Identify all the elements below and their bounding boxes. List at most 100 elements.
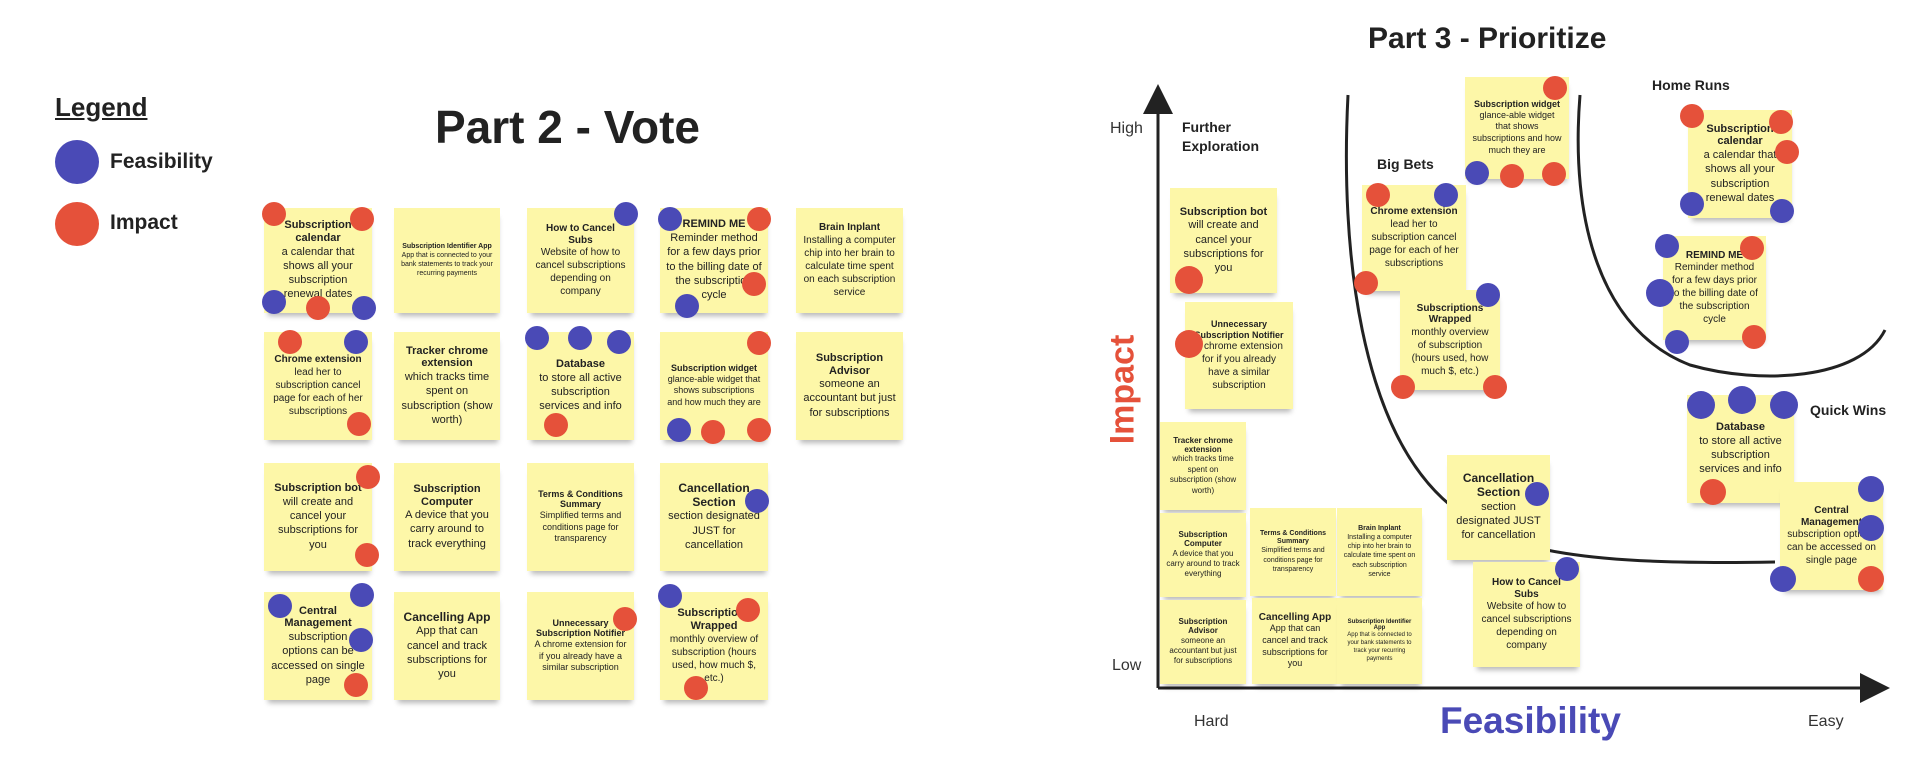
impact-vote-dot[interactable] — [1543, 76, 1567, 100]
impact-vote-dot[interactable] — [347, 412, 371, 436]
feasibility-vote-dot[interactable] — [1770, 566, 1796, 592]
easy-label: Easy — [1808, 713, 1844, 730]
impact-vote-dot[interactable] — [355, 543, 379, 567]
sticky-note[interactable]: Chrome extension lead her to subscriptio… — [264, 332, 372, 440]
feasibility-vote-dot[interactable] — [1555, 557, 1579, 581]
impact-vote-dot[interactable] — [736, 598, 760, 622]
sticky-note[interactable]: Unnecessary Subscription Notifier A chro… — [1185, 302, 1293, 409]
sticky-note[interactable]: Terms & Conditions Summary Simplified te… — [1250, 508, 1336, 596]
impact-vote-dot[interactable] — [684, 676, 708, 700]
impact-vote-dot[interactable] — [1175, 266, 1203, 294]
impact-vote-dot[interactable] — [1769, 110, 1793, 134]
sticky-note[interactable]: Brain Inplant Installing a computer chip… — [796, 208, 903, 313]
feasibility-vote-dot[interactable] — [1665, 330, 1689, 354]
sticky-note[interactable]: Tracker chrome extension which tracks ti… — [394, 332, 500, 440]
sticky-note[interactable]: Subscriptions Wrapped monthly overview o… — [1400, 290, 1500, 390]
sticky-note[interactable]: Subscription Computer A device that you … — [1160, 513, 1246, 597]
feasibility-vote-dot[interactable] — [1525, 482, 1549, 506]
impact-vote-dot[interactable] — [1175, 330, 1203, 358]
impact-vote-dot[interactable] — [747, 207, 771, 231]
impact-vote-dot[interactable] — [613, 607, 637, 631]
impact-vote-dot[interactable] — [1858, 566, 1884, 592]
note-body: which tracks time spent on subscription … — [1169, 454, 1237, 495]
impact-vote-dot[interactable] — [1740, 236, 1764, 260]
feasibility-vote-dot[interactable] — [1858, 515, 1884, 541]
low-label: Low — [1112, 657, 1142, 674]
note-title: Subscription Identifier App — [1347, 618, 1412, 632]
impact-vote-dot[interactable] — [1542, 162, 1566, 186]
feasibility-vote-dot[interactable] — [658, 584, 682, 608]
sticky-note[interactable]: How to Cancel Subs Website of how to can… — [527, 208, 634, 313]
feasibility-vote-dot[interactable] — [352, 296, 376, 320]
feasibility-vote-dot[interactable] — [607, 330, 631, 354]
feasibility-vote-dot[interactable] — [268, 594, 292, 618]
impact-vote-dot[interactable] — [1354, 271, 1378, 295]
note-title: Subscription widget — [1473, 99, 1560, 110]
impact-vote-dot[interactable] — [1391, 375, 1415, 399]
impact-vote-dot[interactable] — [278, 330, 302, 354]
feasibility-vote-dot[interactable] — [344, 330, 368, 354]
sticky-note[interactable]: Subscription Computer A device that you … — [394, 463, 500, 571]
feasibility-vote-dot[interactable] — [1728, 386, 1756, 414]
impact-vote-dot[interactable] — [350, 207, 374, 231]
sticky-note[interactable]: Terms & Conditions Summary Simplified te… — [527, 463, 634, 571]
impact-vote-dot[interactable] — [742, 272, 766, 296]
impact-vote-dot[interactable] — [344, 673, 368, 697]
sticky-note[interactable]: Subscription widget glance-able widget t… — [1465, 77, 1569, 179]
feasibility-vote-dot[interactable] — [525, 326, 549, 350]
sticky-note[interactable]: Cancelling App App that can cancel and t… — [1252, 598, 1338, 684]
impact-vote-dot[interactable] — [356, 465, 380, 489]
sticky-note[interactable]: Cancelling App App that can cancel and t… — [394, 592, 500, 700]
sticky-note[interactable]: Tracker chrome extension which tracks ti… — [1160, 422, 1246, 510]
impact-vote-dot[interactable] — [1742, 325, 1766, 349]
note-title: Subscription bot — [1179, 205, 1268, 218]
feasibility-vote-dot[interactable] — [349, 628, 373, 652]
note-body: will create and cancel your subscription… — [277, 495, 359, 551]
feasibility-vote-dot[interactable] — [675, 294, 699, 318]
feasibility-vote-dot[interactable] — [1680, 192, 1704, 216]
impact-vote-dot[interactable] — [306, 296, 330, 320]
sticky-note[interactable]: Subscription Identifier App App that is … — [394, 208, 500, 313]
feasibility-vote-dot[interactable] — [1646, 279, 1674, 307]
impact-vote-dot[interactable] — [747, 331, 771, 355]
note-title: Central Management — [1800, 505, 1863, 528]
feasibility-vote-dot[interactable] — [658, 207, 682, 231]
feasibility-vote-dot[interactable] — [1476, 283, 1500, 307]
impact-vote-dot[interactable] — [701, 420, 725, 444]
sticky-note[interactable]: Subscription Advisor someone an accounta… — [1160, 600, 1246, 684]
sticky-note[interactable]: Subscription Advisor someone an accounta… — [796, 332, 903, 440]
note-title: Subscription calendar — [284, 219, 352, 244]
impact-vote-dot[interactable] — [1700, 479, 1726, 505]
feasibility-vote-dot[interactable] — [1770, 391, 1798, 419]
feasibility-vote-dot[interactable] — [568, 326, 592, 350]
note-title: Cancelling App — [403, 609, 491, 624]
impact-vote-dot[interactable] — [544, 413, 568, 437]
impact-vote-dot[interactable] — [1483, 375, 1507, 399]
feasibility-vote-dot[interactable] — [1655, 234, 1679, 258]
sticky-note[interactable]: Subscription bot will create and cancel … — [264, 463, 372, 571]
feasibility-vote-dot[interactable] — [1687, 391, 1715, 419]
impact-vote-dot[interactable] — [1775, 140, 1799, 164]
feasibility-vote-dot[interactable] — [1858, 476, 1884, 502]
note-body: lead her to subscription cancel page for… — [1369, 218, 1459, 269]
impact-vote-dot[interactable] — [1680, 104, 1704, 128]
feasibility-vote-dot[interactable] — [745, 489, 769, 513]
feasibility-vote-dot[interactable] — [350, 583, 374, 607]
note-body: A chrome extension for if you already ha… — [1195, 340, 1283, 391]
feasibility-vote-dot[interactable] — [262, 290, 286, 314]
sticky-note[interactable]: Brain Inplant Installing a computer chip… — [1337, 508, 1422, 596]
impact-vote-dot[interactable] — [747, 418, 771, 442]
impact-vote-dot[interactable] — [1366, 183, 1390, 207]
feasibility-vote-dot[interactable] — [667, 418, 691, 442]
feasibility-vote-dot[interactable] — [1434, 183, 1458, 207]
impact-vote-dot[interactable] — [1500, 164, 1524, 188]
sticky-note[interactable]: Cancellation Section section designated … — [1447, 455, 1550, 560]
feasibility-vote-dot[interactable] — [614, 202, 638, 226]
sticky-note[interactable]: Subscription Identifier App App that is … — [1337, 598, 1422, 684]
feasibility-vote-dot[interactable] — [1465, 161, 1489, 185]
note-body: App that is connected to your bank state… — [1347, 632, 1412, 662]
note-body: A device that you carry around to track … — [405, 509, 489, 550]
feasibility-vote-dot[interactable] — [1770, 199, 1794, 223]
sticky-note[interactable]: Cancellation Section section designated … — [660, 463, 768, 571]
impact-vote-dot[interactable] — [262, 202, 286, 226]
